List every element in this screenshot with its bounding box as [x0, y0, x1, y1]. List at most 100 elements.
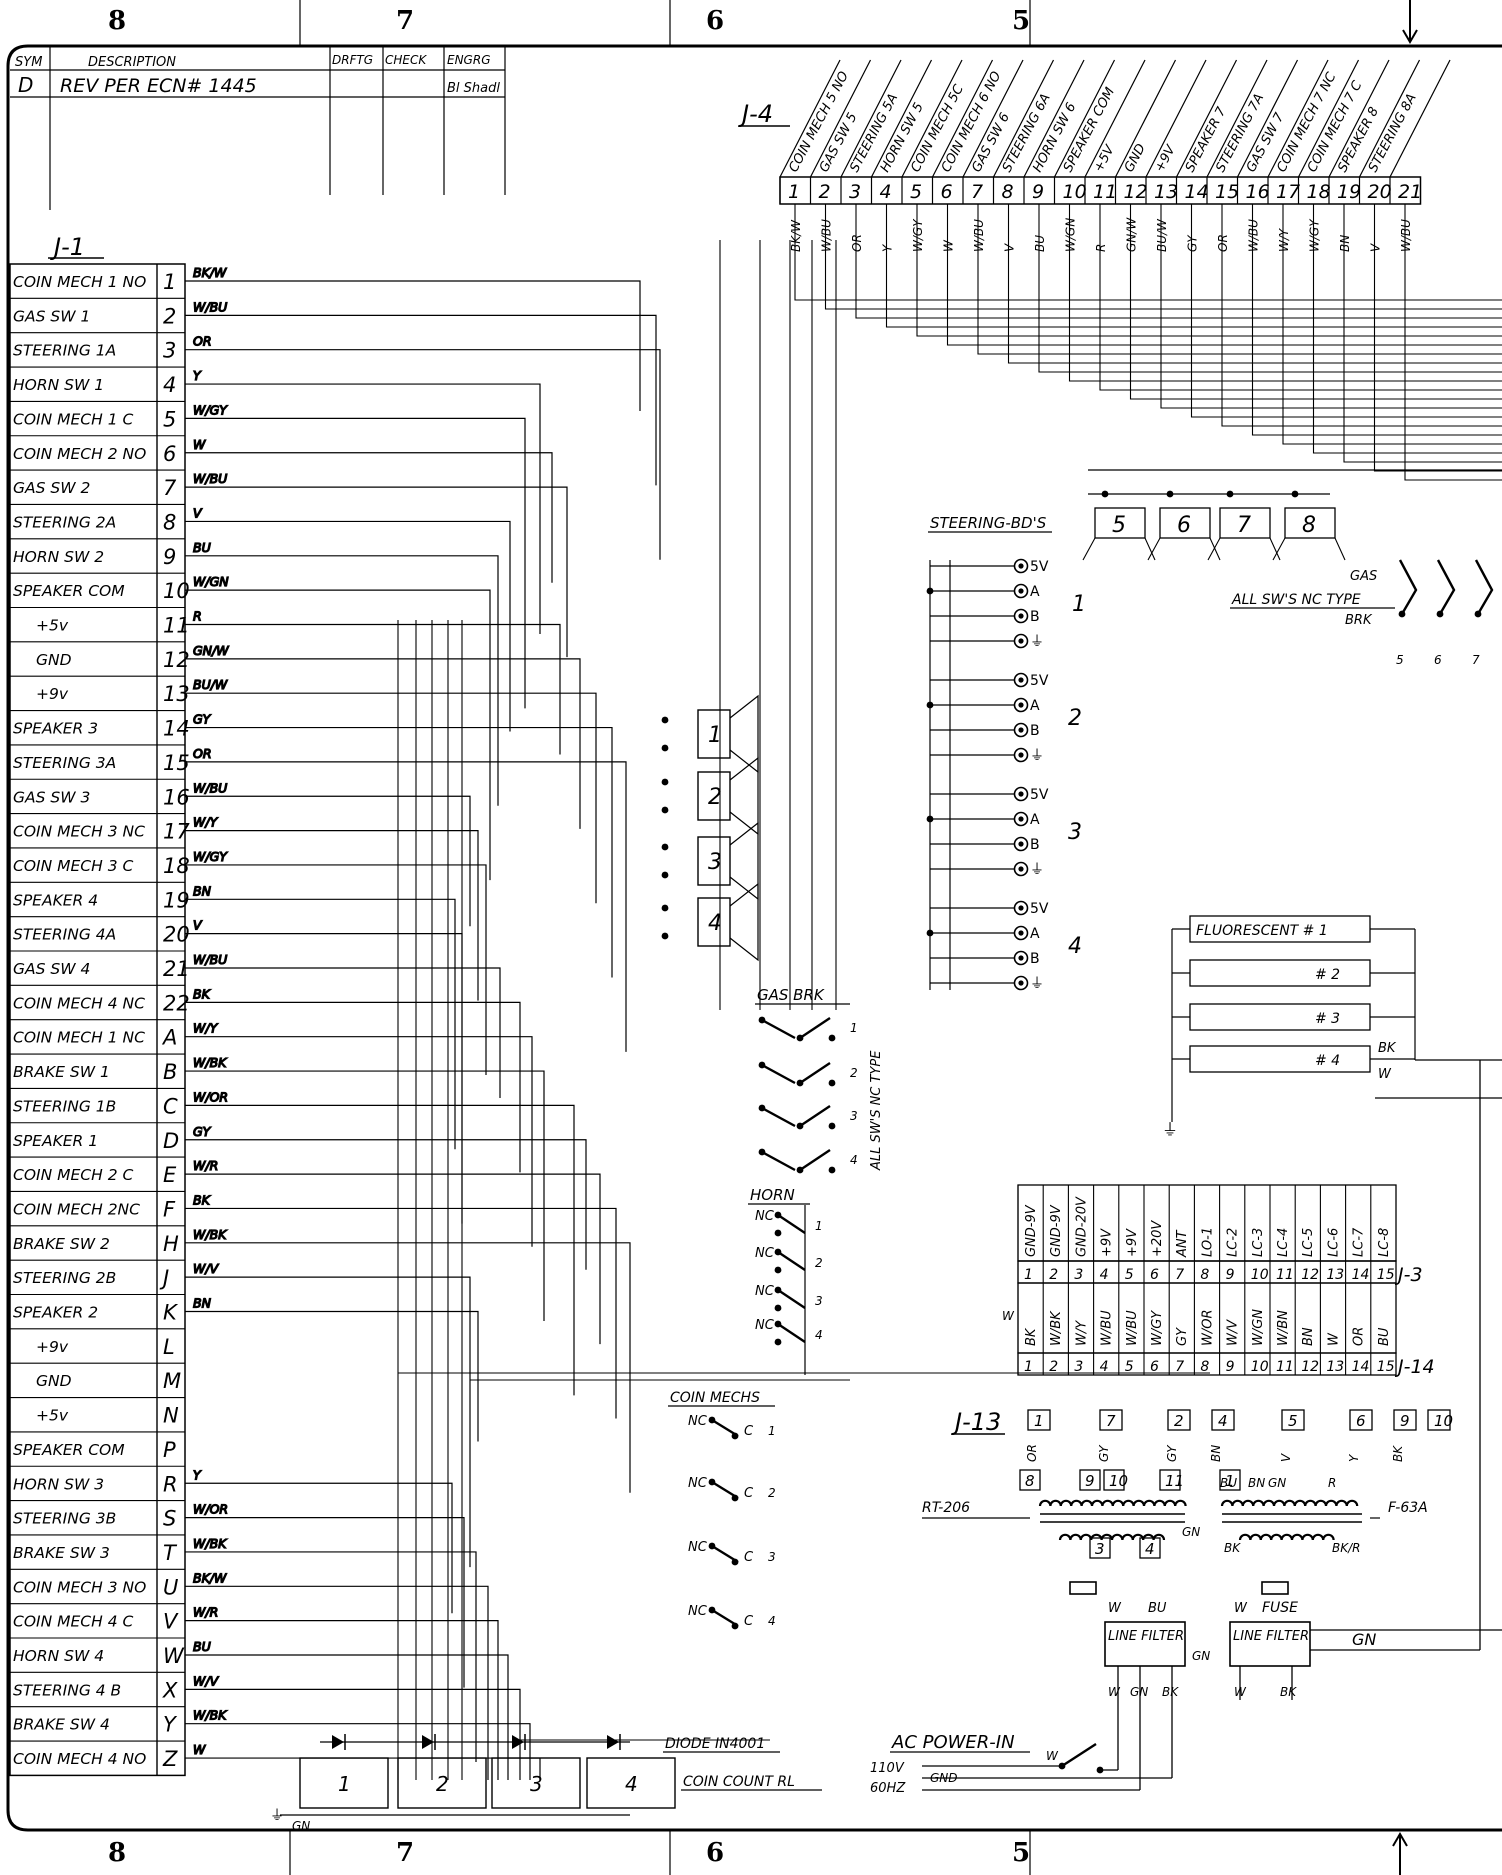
horn-nc-label: NC: [755, 1318, 775, 1333]
zone-label-bottom-8: 8: [108, 1838, 127, 1868]
horn-title: HORN: [750, 1186, 795, 1204]
steering-pin-center: [1018, 638, 1024, 644]
upper-board-skirt: [1082, 537, 1156, 561]
j1-wire-color: V: [193, 918, 203, 933]
j1-wire-run: [185, 967, 501, 1098]
steering-pin-terminal: [1013, 861, 1029, 877]
horn-switch-blade: [777, 1289, 806, 1309]
j1-pin: 20: [163, 923, 190, 947]
upper-board-skirt: [1147, 537, 1221, 561]
switch-contact: [1474, 610, 1482, 618]
j3-title: J-3: [1394, 1264, 1423, 1286]
j1-pin: V: [163, 1610, 179, 1634]
j13-low-pin-number: 11: [1165, 1472, 1184, 1490]
steering-pin-label: A: [1030, 584, 1040, 600]
j1-row-label: STEERING 1B: [13, 1097, 116, 1115]
j1-row-label: BRAKE SW 2: [13, 1235, 110, 1253]
j1-wire-run: [185, 1516, 465, 1688]
j1-row-label: +9v: [36, 1338, 69, 1356]
j1-wire-color: BK/W: [193, 1570, 227, 1585]
zone-label-top-6: 6: [706, 6, 725, 36]
j1-pin: S: [163, 1507, 176, 1531]
j1-wire-color: W/BK: [193, 1536, 228, 1551]
j14-wire-color: W/BU: [1125, 1310, 1140, 1346]
j1-wire-run: [185, 658, 581, 829]
counter-ground-wire: GN: [292, 1819, 310, 1833]
j13-top-pin: [1427, 1409, 1451, 1431]
coin-mech-number: 1: [768, 1424, 776, 1438]
j1-wire-color: W/OR: [193, 1089, 228, 1104]
wire-junction: [661, 843, 669, 851]
steering-pin-label: 5V: [1030, 787, 1049, 803]
coin-c-label: C: [744, 1486, 754, 1501]
j1-wire-color: GY: [193, 1124, 212, 1139]
zone-label-top-7: 7: [396, 6, 415, 36]
j1-wire-color: W: [193, 437, 206, 452]
j1-row-label: SPEAKER 4: [13, 891, 98, 909]
fluorescent-label: # 3: [1315, 1011, 1340, 1027]
horn-number: 4: [815, 1328, 823, 1342]
ac-switch-blade: [1061, 1742, 1097, 1768]
j13-top-pin-number: 9: [1400, 1412, 1410, 1430]
j1-wire-color: BK: [193, 986, 212, 1001]
j1-wire-run: [185, 486, 568, 658]
j4-pin: 10: [1063, 181, 1087, 203]
j13-top-pin-number: 10: [1434, 1412, 1453, 1430]
secondary-bk-label: BK: [1224, 1541, 1241, 1555]
j4-wire-color: W/GY: [1308, 218, 1322, 252]
coin-c-label: C: [744, 1550, 754, 1565]
j3-pin: 6: [1150, 1267, 1159, 1283]
j13-top-pin: [1281, 1409, 1305, 1431]
wire-harness: BK/WW/BUORYW/GYWW/BUVBUW/GNRGN/WBU/WGYOR…: [185, 204, 1502, 1780]
j1-wire-color: OR: [193, 334, 212, 349]
j4-wire-run: [1007, 204, 1502, 364]
j13-low-pin: [1019, 1469, 1041, 1491]
horn-switch-blade: [777, 1323, 806, 1343]
j1-wire-run: [185, 1173, 601, 1345]
j1-row-label: HORN SW 1: [13, 376, 104, 394]
upper-gas-blade: [1436, 559, 1456, 615]
j1-wire-run: [185, 280, 641, 411]
j1-pin: 9: [163, 545, 176, 569]
j1-row-label: GAS SW 1: [13, 307, 90, 325]
j14-wire-color: W: [1326, 1332, 1341, 1346]
filter-out-bk: BK: [1162, 1685, 1179, 1699]
steering-pin-terminal: [1013, 558, 1029, 574]
coin-nc-label: NC: [688, 1414, 708, 1429]
ground-icon: ⏚: [1030, 748, 1044, 764]
j1-wire-color: W/GY: [193, 402, 228, 417]
j14-title: J-14: [1394, 1356, 1435, 1378]
rt206-primary-winding: [1038, 1499, 1187, 1507]
j1-wire-run: [185, 933, 463, 1224]
steering-pin-center: [1018, 841, 1024, 847]
switch-contact: [731, 1432, 739, 1440]
switch-contact: [828, 1079, 836, 1087]
coin-c-label: C: [744, 1614, 754, 1629]
j3-column-label: GND-9V: [1024, 1204, 1039, 1257]
j1-wire-run: [185, 692, 597, 904]
j4-wire-run: [1068, 204, 1502, 382]
j1-pin: 1: [163, 270, 176, 294]
j13-low-pin-number: 10: [1109, 1472, 1128, 1490]
j4-label-slant: [779, 59, 841, 178]
switch-contact: [774, 1266, 782, 1274]
j1-pin: 17: [163, 820, 190, 844]
j1-wire-run: [185, 1551, 477, 1762]
coin-nc-label: NC: [688, 1476, 708, 1491]
j1-wire-run: [185, 1070, 545, 1322]
filter-in-w: W: [1108, 1601, 1122, 1616]
j4-wire-color: W/BU: [820, 219, 834, 252]
j1-row-label: COIN MECH 1 NO: [13, 273, 146, 291]
j1-pin: N: [163, 1404, 179, 1428]
fluorescent-lamp: [1189, 959, 1371, 987]
j4-column-label: +9V: [1152, 142, 1179, 175]
f63a-secondary-winding: [1238, 1533, 1335, 1541]
j4-wire-run: [885, 204, 1502, 328]
j1-row-label: SPEAKER 2: [13, 1304, 98, 1322]
j1-row-label: STEERING 3A: [13, 754, 116, 772]
j1-wire-color: W/R: [193, 1158, 218, 1173]
j3-column-label: LC-6: [1326, 1228, 1341, 1257]
j4-wire-color: W: [942, 239, 956, 252]
